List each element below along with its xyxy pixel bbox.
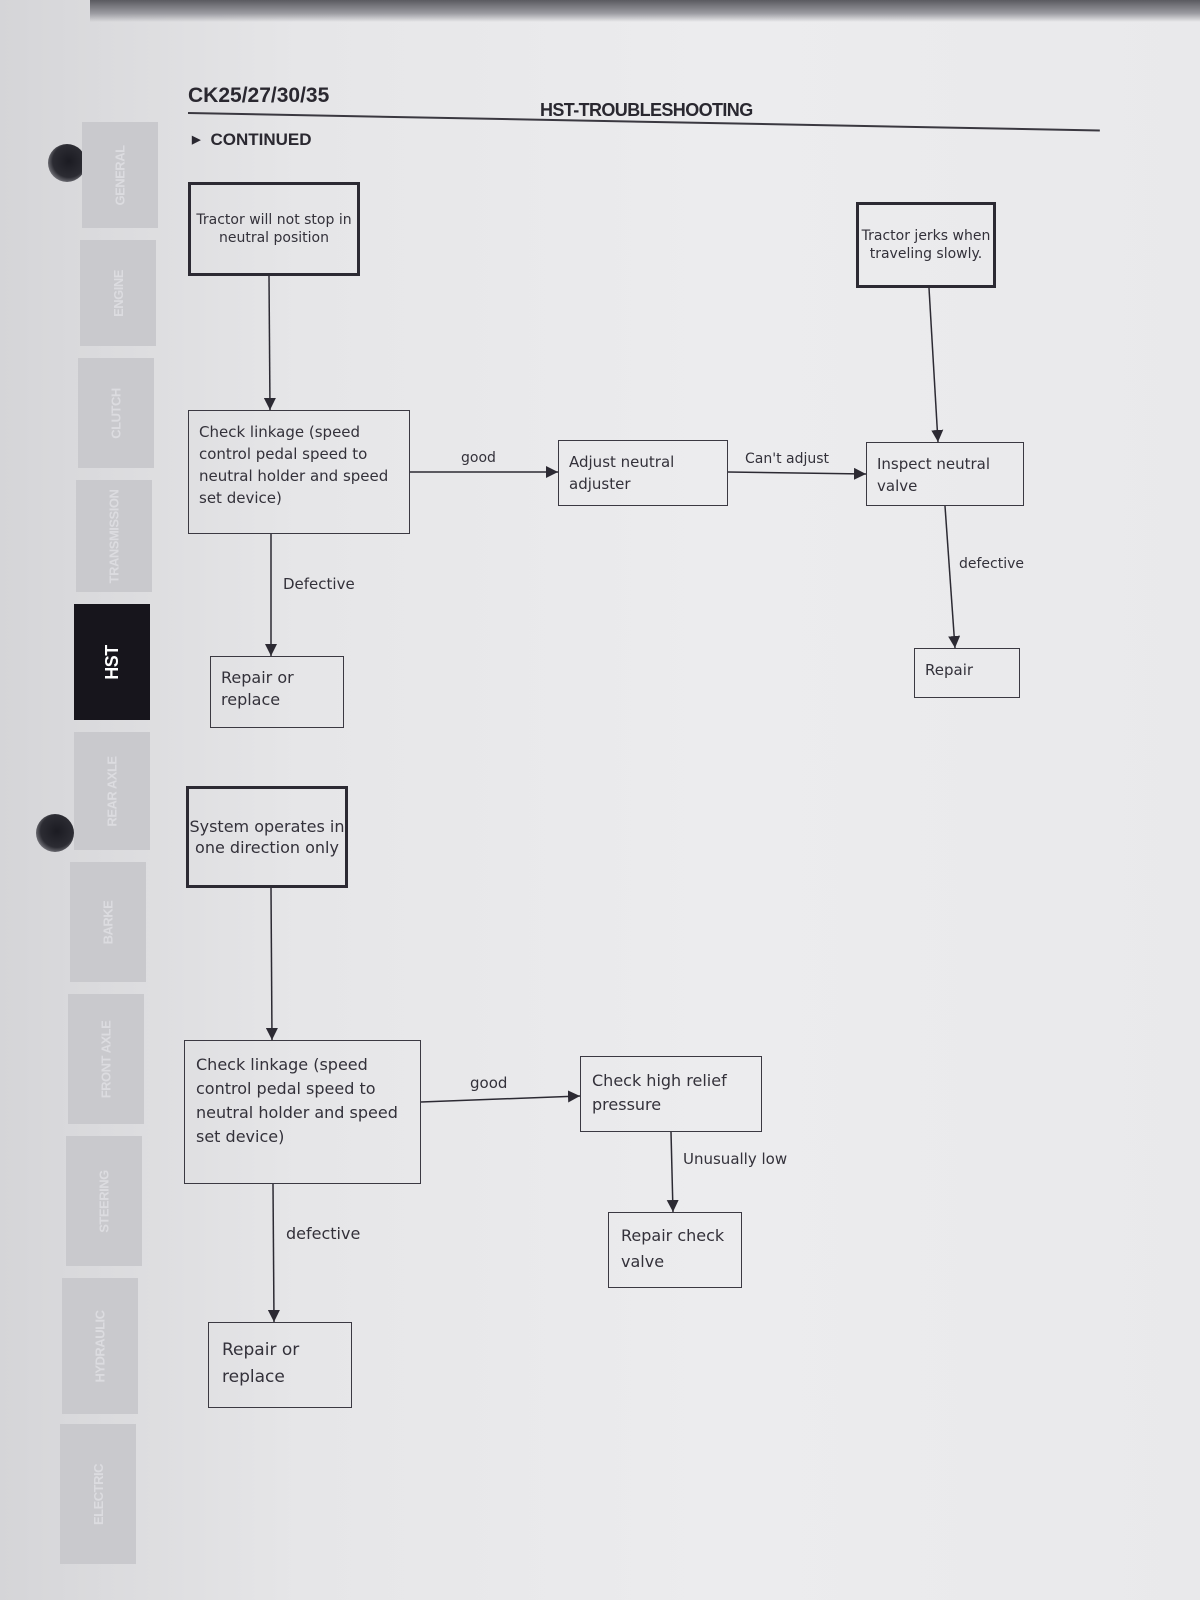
flow1-cant-adjust-label: Can't adjust (745, 451, 830, 467)
tab-clutch[interactable]: CLUTCH (78, 358, 154, 468)
tab-electric[interactable]: ELECTRIC (60, 1424, 136, 1564)
flow3-low-label: Unusually low (683, 1150, 788, 1168)
arrow-check3-to-repair3 (267, 1183, 280, 1323)
flow2-defective-label: defective (959, 556, 1025, 572)
tab-rear-axle[interactable]: REAR AXLE (74, 732, 150, 850)
flow1-start-box: Tractor will not stop in neutral positio… (188, 182, 360, 276)
flow3-check-box: Check linkage (speed control pedal speed… (184, 1040, 421, 1184)
arrow-adjust-to-inspect (727, 467, 867, 480)
tab-general[interactable]: GENERAL (82, 122, 158, 228)
continued-label: ▶ CONTINUED (192, 130, 312, 150)
tab-transmission[interactable]: TRANSMISSION (76, 480, 152, 592)
flow1-repair-box: Repair or replace (210, 656, 344, 728)
model-number: CK25/27/30/35 (188, 84, 330, 107)
continued-text: CONTINUED (210, 130, 312, 149)
flow3-good-label: good (470, 1074, 508, 1092)
section-title: HST-TROUBLESHOOTING (540, 100, 753, 120)
flow1-adjust-box: Adjust neutral adjuster (558, 440, 728, 506)
arrow-start1-to-check1 (263, 275, 276, 411)
tab-front-axle[interactable]: FRONT AXLE (68, 994, 144, 1124)
flow1-good-label: good (461, 450, 496, 466)
flow3-repair-check-box: Repair check valve (608, 1212, 742, 1288)
arrow-start3-to-check3 (265, 887, 278, 1041)
tab-hydraulic[interactable]: HYDRAULIC (62, 1278, 138, 1414)
flow3-defective-label: defective (286, 1224, 361, 1243)
tab-engine[interactable]: ENGINE (80, 240, 156, 346)
flow3-start-box: System operates in one direction only (186, 786, 348, 888)
tab-barke[interactable]: BARKE (70, 862, 146, 982)
flow3-repair-box: Repair or replace (208, 1322, 352, 1408)
page-edge-shadow (90, 0, 1200, 22)
arrow-check3-to-relief (420, 1090, 581, 1103)
tab-hst[interactable]: HST (74, 604, 150, 720)
flow1-defective-label: Defective (283, 575, 355, 593)
binder-hole (48, 144, 86, 182)
arrow-inspect-to-repair2 (944, 505, 961, 649)
flow3-relief-box: Check high relief pressure (580, 1056, 762, 1132)
flow1-check-box: Check linkage (speed control pedal speed… (188, 410, 410, 534)
flow2-inspect-box: Inspect neutral valve (866, 442, 1024, 506)
binder-hole (36, 814, 74, 852)
flow2-start-box: Tractor jerks when traveling slowly. (856, 202, 996, 288)
arrow-relief-to-repair-check (666, 1131, 679, 1213)
flow2-repair-box: Repair (914, 648, 1020, 698)
triangle-right-icon: ▶ (192, 134, 201, 146)
tab-steering[interactable]: STEERING (66, 1136, 142, 1266)
arrow-start2-to-inspect (928, 287, 944, 443)
